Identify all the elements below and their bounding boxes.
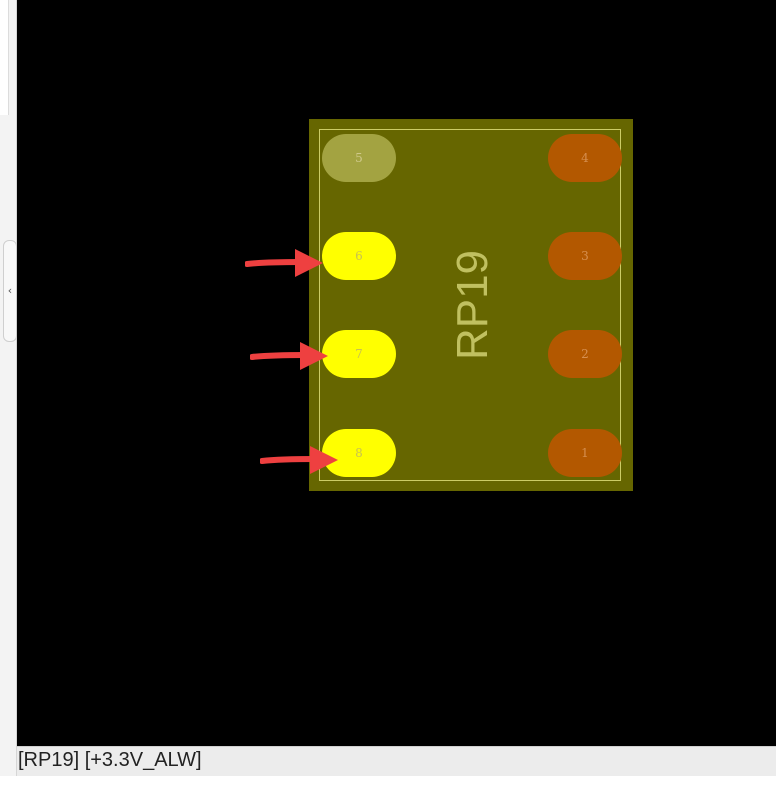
pad-4[interactable]: 4 [548, 134, 622, 182]
pad-8[interactable]: 8 [322, 429, 396, 477]
pad-5[interactable]: 5 [322, 134, 396, 182]
status-text: [RP19] [+3.3V_ALW] [18, 749, 202, 771]
pad-7[interactable]: 7 [322, 330, 396, 378]
left-panel-strip: ‹ [0, 0, 17, 785]
chevron-left-icon[interactable]: ‹ [3, 240, 17, 342]
red-arrow-icon [250, 342, 328, 370]
pad-2[interactable]: 2 [548, 330, 622, 378]
red-arrow-icon [260, 446, 338, 474]
pcb-canvas[interactable]: 5 4 6 3 7 2 8 1 RP19 [17, 0, 776, 746]
status-bar: [RP19] [+3.3V_ALW] [17, 746, 776, 776]
pad-3[interactable]: 3 [548, 232, 622, 280]
designator-label: RP19 [448, 249, 497, 361]
red-arrow-icon [245, 249, 323, 277]
bottom-edge [0, 776, 776, 785]
pad-1[interactable]: 1 [548, 429, 622, 477]
left-panel-edge [0, 0, 9, 115]
pad-6[interactable]: 6 [322, 232, 396, 280]
silkscreen-outline [319, 129, 621, 481]
component-rp19[interactable]: 5 4 6 3 7 2 8 1 RP19 [309, 119, 633, 491]
